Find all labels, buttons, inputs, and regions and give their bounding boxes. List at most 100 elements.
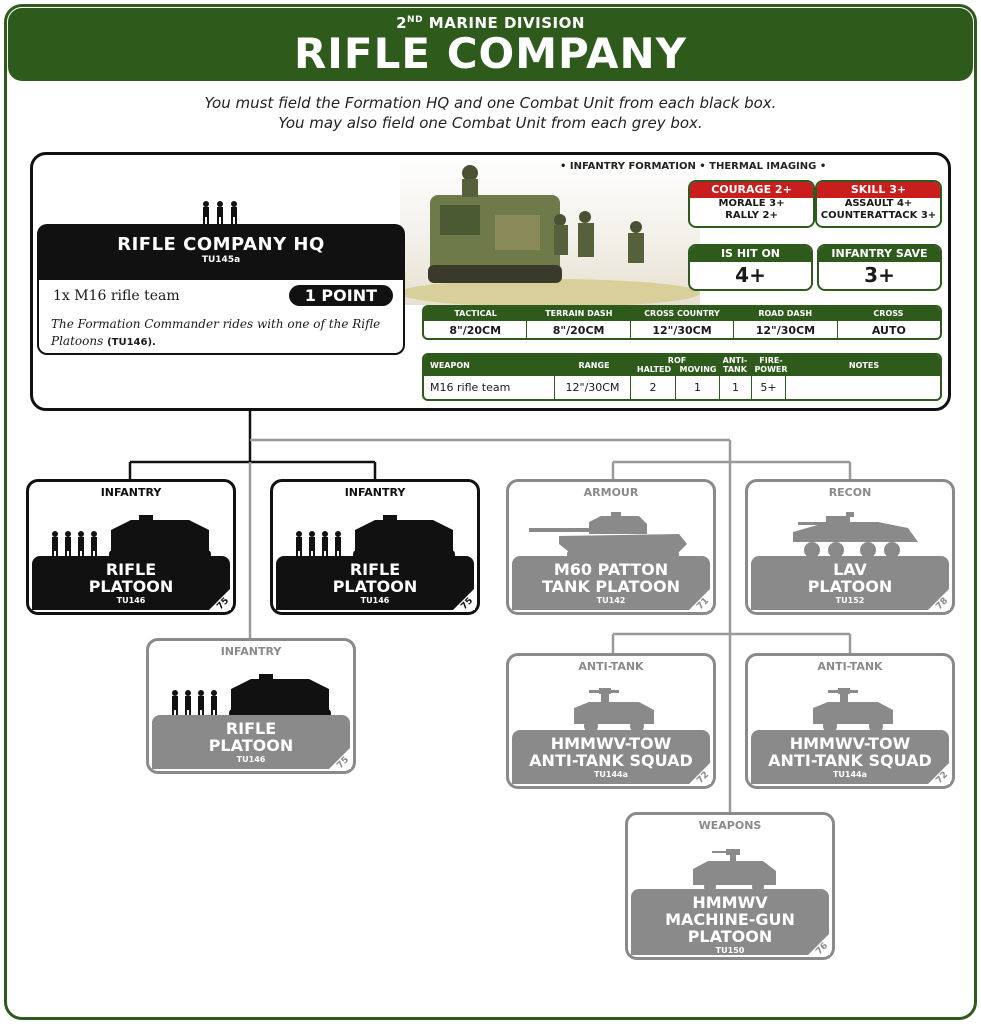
unit-name: PLATOON xyxy=(208,736,294,755)
rally-value: RALLY 2+ xyxy=(725,210,778,221)
unit-title-bar: RIFLE PLATOON TU146 xyxy=(32,556,230,610)
weapons-header: POWER xyxy=(754,365,788,374)
weapon-notes xyxy=(786,376,940,399)
unit-title-bar: RIFLE PLATOON TU146 xyxy=(152,715,350,769)
unit-code: TU144a xyxy=(593,770,629,779)
unit-category: INFANTRY xyxy=(220,645,282,658)
movement-header: ROAD DASH xyxy=(758,309,813,318)
unit-card-m60-patton[interactable]: ARMOUR M60 PATTON TANK PLATOON TU142 71 xyxy=(506,479,716,615)
unit-card-lav[interactable]: RECON LAV PLATOON TU152 78 xyxy=(745,479,955,615)
unit-category: WEAPONS xyxy=(698,819,762,832)
movement-header: TERRAIN DASH xyxy=(545,309,613,318)
unit-name: M60 PATTON xyxy=(553,560,669,579)
unit-card-hmmwv-tow[interactable]: ANTI-TANK HMMWV-TOW ANTI-TANK SQUAD TU14… xyxy=(506,653,716,789)
division-label: 2ND MARINE DIVISION xyxy=(396,14,585,32)
page-frame xyxy=(4,4,977,1020)
unit-code: TU150 xyxy=(715,946,745,955)
skill-label: SKILL 3+ xyxy=(817,182,940,198)
unit-category: INFANTRY xyxy=(344,486,406,499)
tank-icon xyxy=(529,512,687,559)
unit-card-rifle-platoon[interactable]: INFANTRY RIFLE PLATOON TU146 75 xyxy=(146,638,356,774)
formation-title: RIFLE COMPANY xyxy=(293,29,688,78)
hq-note: The Formation Commander rides with one o… xyxy=(51,317,381,348)
points-badge: 1 POINT xyxy=(288,285,393,306)
intro-line-1: You must field the Formation HQ and one … xyxy=(204,94,777,112)
hq-team: 1x M16 rifle team xyxy=(53,288,180,304)
hit-on-box: IS HIT ON 4+ xyxy=(688,244,813,291)
infantry-amtrac-icon xyxy=(296,515,455,560)
infantry-amtrac-icon xyxy=(169,671,339,719)
unit-title-bar: HMMWV MACHINE-GUN PLATOON TU150 xyxy=(631,889,829,955)
unit-code: TU144a xyxy=(832,770,868,779)
weapons-header: HALTED xyxy=(636,365,672,374)
infantry-amtrac-icon xyxy=(52,515,211,560)
movement-value: 12"/30CM xyxy=(734,321,838,338)
unit-category: ARMOUR xyxy=(583,486,639,499)
unit-card-hmmwv-mg[interactable]: WEAPONS HMMWV MACHINE-GUN PLATOON TU150 … xyxy=(625,812,835,960)
unit-code: TU146 xyxy=(236,755,266,764)
weapons-header: MOVING xyxy=(679,365,717,374)
unit-name: TANK PLATOON xyxy=(542,577,680,596)
unit-name: PLATOON xyxy=(807,577,893,596)
unit-name: HMMWV-TOW xyxy=(550,734,672,753)
weapon-firepower: 5+ xyxy=(752,376,786,399)
unit-name: LAV xyxy=(833,560,867,579)
unit-name: ANTI-TANK SQUAD xyxy=(768,751,932,770)
weapon-name: M16 rifle team xyxy=(424,376,555,399)
save-label: INFANTRY SAVE xyxy=(819,246,940,262)
unit-name: ANTI-TANK SQUAD xyxy=(529,751,693,770)
weapons-header: NOTES xyxy=(848,361,880,370)
unit-title-bar: LAV PLATOON TU152 xyxy=(751,556,949,610)
unit-name: MACHINE-GUN xyxy=(665,910,795,929)
hmmwv-tow-icon xyxy=(813,688,893,733)
unit-category: ANTI-TANK xyxy=(578,660,644,673)
unit-category: RECON xyxy=(828,486,872,499)
morale-value: MORALE 3+ xyxy=(718,198,785,209)
hq-title-bar: RIFLE COMPANY HQ TU145a xyxy=(37,224,405,280)
unit-title-bar: RIFLE PLATOON TU146 xyxy=(276,556,474,610)
unit-code: TU152 xyxy=(835,596,865,605)
unit-code: TU146 xyxy=(360,596,390,605)
unit-name: PLATOON xyxy=(687,927,773,946)
unit-category: INFANTRY xyxy=(100,486,162,499)
formation-traits: • INFANTRY FORMATION • THERMAL IMAGING • xyxy=(560,161,827,172)
unit-category: ANTI-TANK xyxy=(817,660,883,673)
movement-header: CROSS xyxy=(873,309,904,318)
movement-value: AUTO xyxy=(871,324,906,337)
unit-name: HMMWV xyxy=(692,893,768,912)
weapons-header: RANGE xyxy=(578,361,610,370)
weapons-header: FIRE- xyxy=(759,356,783,365)
weapons-header: TANK xyxy=(723,365,747,374)
unit-name: PLATOON xyxy=(332,577,418,596)
unit-name: RIFLE xyxy=(105,560,157,579)
weapon-range: 12"/30CM xyxy=(555,376,631,399)
weapon-rof-moving: 1 xyxy=(676,376,720,399)
weapons-header: WEAPON xyxy=(430,361,470,370)
weapons-header: ROF xyxy=(667,356,687,365)
movement-table: TACTICAL TERRAIN DASH CROSS COUNTRY DASH… xyxy=(422,305,942,340)
unit-name: HMMWV-TOW xyxy=(789,734,911,753)
unit-name: RIFLE xyxy=(225,719,277,738)
courage-label: COURAGE 2+ xyxy=(690,182,813,198)
unit-name: PLATOON xyxy=(88,577,174,596)
unit-card-rifle-platoon[interactable]: INFANTRY RIFLE PLATOON TU146 75 xyxy=(270,479,480,615)
save-box: INFANTRY SAVE 3+ xyxy=(817,244,942,291)
movement-header: TACTICAL xyxy=(454,309,497,318)
weapon-antitank: 1 xyxy=(720,376,752,399)
hq-code: TU145a xyxy=(201,255,241,265)
unit-title-bar: M60 PATTON TANK PLATOON TU142 xyxy=(512,556,710,610)
unit-title-bar: HMMWV-TOW ANTI-TANK SQUAD TU144a xyxy=(512,730,710,784)
hit-on-value: 4+ xyxy=(735,263,766,287)
unit-card-hmmwv-tow[interactable]: ANTI-TANK HMMWV-TOW ANTI-TANK SQUAD TU14… xyxy=(745,653,955,789)
unit-card-rifle-platoon[interactable]: INFANTRY RIFLE PLATOON TU146 75 xyxy=(26,479,236,615)
movement-header: CROSS COUNTRY DASH xyxy=(644,309,720,332)
counterattack-value: COUNTERATTACK 3+ xyxy=(820,210,937,221)
hit-on-label: IS HIT ON xyxy=(690,246,811,262)
hmmwv-tow-icon xyxy=(574,688,654,733)
weapon-rof-halted: 2 xyxy=(631,376,676,399)
movement-value: 8"/20CM xyxy=(424,321,528,338)
save-value: 3+ xyxy=(864,263,895,287)
lav-icon xyxy=(793,512,918,558)
weapons-header: ANTI- xyxy=(722,356,748,365)
